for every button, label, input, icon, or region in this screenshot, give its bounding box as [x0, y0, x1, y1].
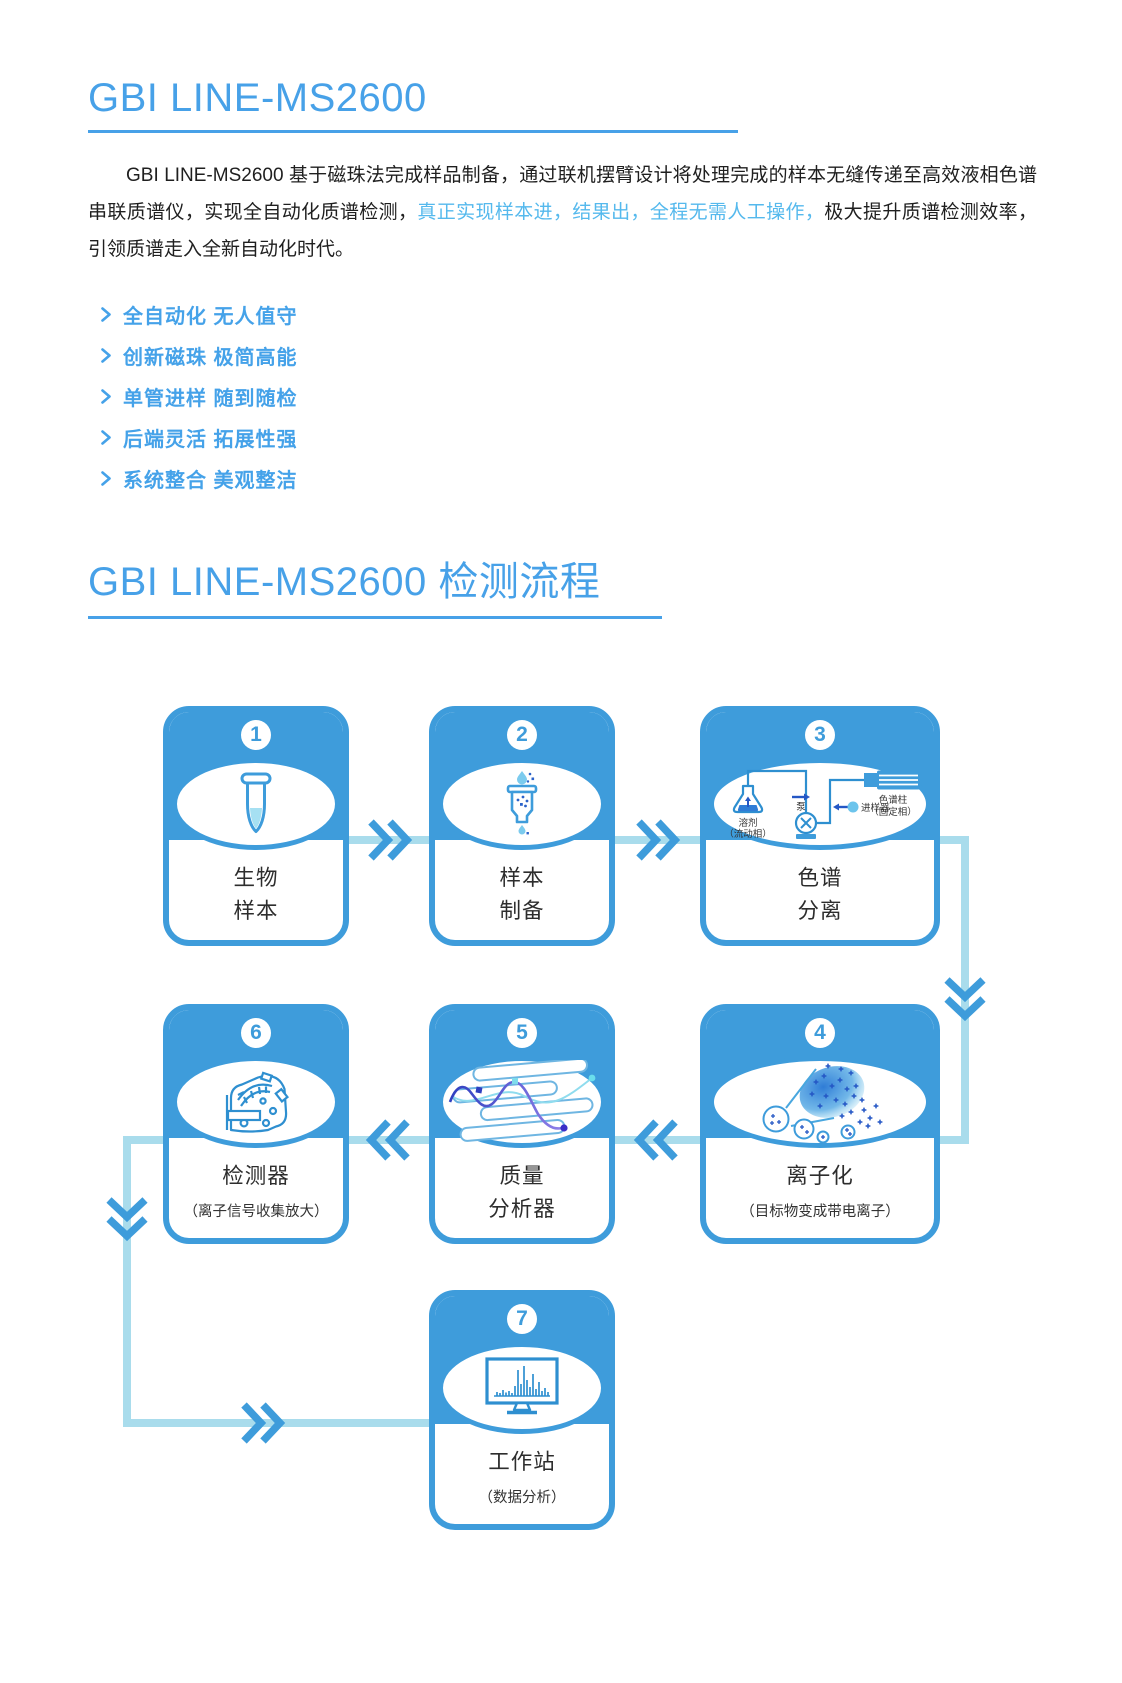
step-4-label: 离子化 （目标物变成带电离子） — [740, 1164, 900, 1220]
arrow-step1-to-step2 — [371, 822, 407, 858]
arrow-to-step7 — [244, 1405, 280, 1441]
step-7-sublabel: （数据分析） — [478, 1490, 566, 1506]
feature-label: 系统整合 美观整洁 — [123, 470, 298, 493]
feature-list: 全自动化 无人值守 创新磁珠 极简高能 单管进样 随到随检 后端灵活 拓展性强 … — [88, 294, 1036, 499]
step-3-number: 3 — [805, 720, 835, 750]
step-card-2: 2 样本 制备 — [429, 706, 615, 946]
prep-column-icon — [499, 770, 545, 843]
step-7-label: 工作站 （数据分析） — [478, 1450, 566, 1506]
step-4-sublabel: （目标物变成带电离子） — [740, 1204, 900, 1220]
quadrupole-icon — [446, 1057, 598, 1149]
step-3-label: 色谱 分离 — [797, 866, 843, 923]
step-card-4: 4 离子化 （目标物变成带电离子） — [700, 1004, 940, 1244]
arrow-step5-to-step6 — [371, 1122, 407, 1158]
lc-system-diagram: 溶剂 （流动相） 泵 进样器 色谱柱 （固定相） — [718, 760, 922, 853]
feature-label: 全自动化 无人值守 — [123, 306, 298, 329]
step-7-number: 7 — [507, 1304, 537, 1334]
injector-icon — [847, 801, 859, 813]
step-1-label: 生物 样本 — [233, 866, 279, 923]
sample-tube-icon — [233, 772, 279, 841]
chevron-right-icon — [101, 471, 111, 486]
step-card-1: 1 生物 样本 — [163, 706, 349, 946]
svg-text:泵: 泵 — [796, 802, 806, 813]
section1-title: GBI LINE-MS2600 — [88, 76, 738, 133]
step-6-label: 检测器 （离子信号收集放大） — [183, 1164, 329, 1220]
svg-text:（流动相）: （流动相） — [724, 828, 772, 840]
arrow-step4-to-step5 — [639, 1122, 675, 1158]
feature-label: 后端灵活 拓展性强 — [123, 429, 298, 452]
step-2-number: 2 — [507, 720, 537, 750]
detector-icon — [216, 1067, 296, 1142]
svg-text:色谱柱: 色谱柱 — [879, 794, 908, 806]
arrow-step3-to-step4 — [947, 980, 983, 1016]
svg-text:溶剂: 溶剂 — [738, 817, 757, 829]
chevron-right-icon — [101, 348, 111, 363]
step-card-5: 5 质量 分析器 — [429, 1004, 615, 1244]
intro-text-before: GBI LINE-MS2600 基于磁珠法完成样品制备，通过联机摆臂设计将处理完… — [88, 165, 1037, 224]
arrow-step2-to-step3 — [639, 822, 675, 858]
intro-text-highlight: 真正实现样本进，结果出，全程无需人工操作， — [417, 202, 825, 224]
step-5-label: 质量 分析器 — [488, 1164, 556, 1221]
chevron-right-icon — [101, 389, 111, 404]
feature-item: 全自动化 无人值守 — [100, 294, 1036, 335]
step-card-6: 6 检测器 （离子信号收集放大） — [163, 1004, 349, 1244]
lc-column-icon — [864, 773, 877, 787]
feature-label: 单管进样 随到随检 — [123, 388, 298, 411]
step-4-number: 4 — [805, 1018, 835, 1048]
step-2-label: 样本 制备 — [499, 866, 545, 923]
workstation-monitor-icon — [483, 1356, 561, 1425]
step-5-number: 5 — [507, 1018, 537, 1048]
feature-label: 创新磁珠 极简高能 — [123, 347, 298, 370]
intro-paragraph: GBI LINE-MS2600 基于磁珠法完成样品制备，通过联机摆臂设计将处理完… — [88, 157, 1037, 268]
feature-item: 后端灵活 拓展性强 — [100, 417, 1036, 458]
section2-title: GBI LINE-MS2600 检测流程 — [88, 549, 662, 620]
chevron-right-icon — [101, 430, 111, 445]
feature-item: 单管进样 随到随检 — [100, 376, 1036, 417]
intro-text-after: 极大提升质谱检测效率，引领质谱走入全新自动化时代。 — [88, 202, 1037, 261]
feature-item: 创新磁珠 极简高能 — [100, 335, 1036, 376]
svg-text:进样器: 进样器 — [861, 802, 890, 814]
step-card-7: 7 工作站 （数据分析） — [429, 1290, 615, 1530]
step-6-number: 6 — [241, 1018, 271, 1048]
svg-text:（固定相）: （固定相） — [869, 806, 917, 818]
step-card-3: 溶剂 （流动相） 泵 进样器 色谱柱 （固定相） 3 — [700, 706, 940, 946]
ionization-icon — [746, 1056, 894, 1153]
step-6-sublabel: （离子信号收集放大） — [183, 1204, 329, 1220]
feature-item: 系统整合 美观整洁 — [100, 458, 1036, 499]
chevron-right-icon — [101, 307, 111, 322]
step-1-number: 1 — [241, 720, 271, 750]
arrow-step6-down — [109, 1200, 145, 1236]
page-content: GBI LINE-MS2600 GBI LINE-MS2600 基于磁珠法完成样… — [0, 0, 1122, 620]
